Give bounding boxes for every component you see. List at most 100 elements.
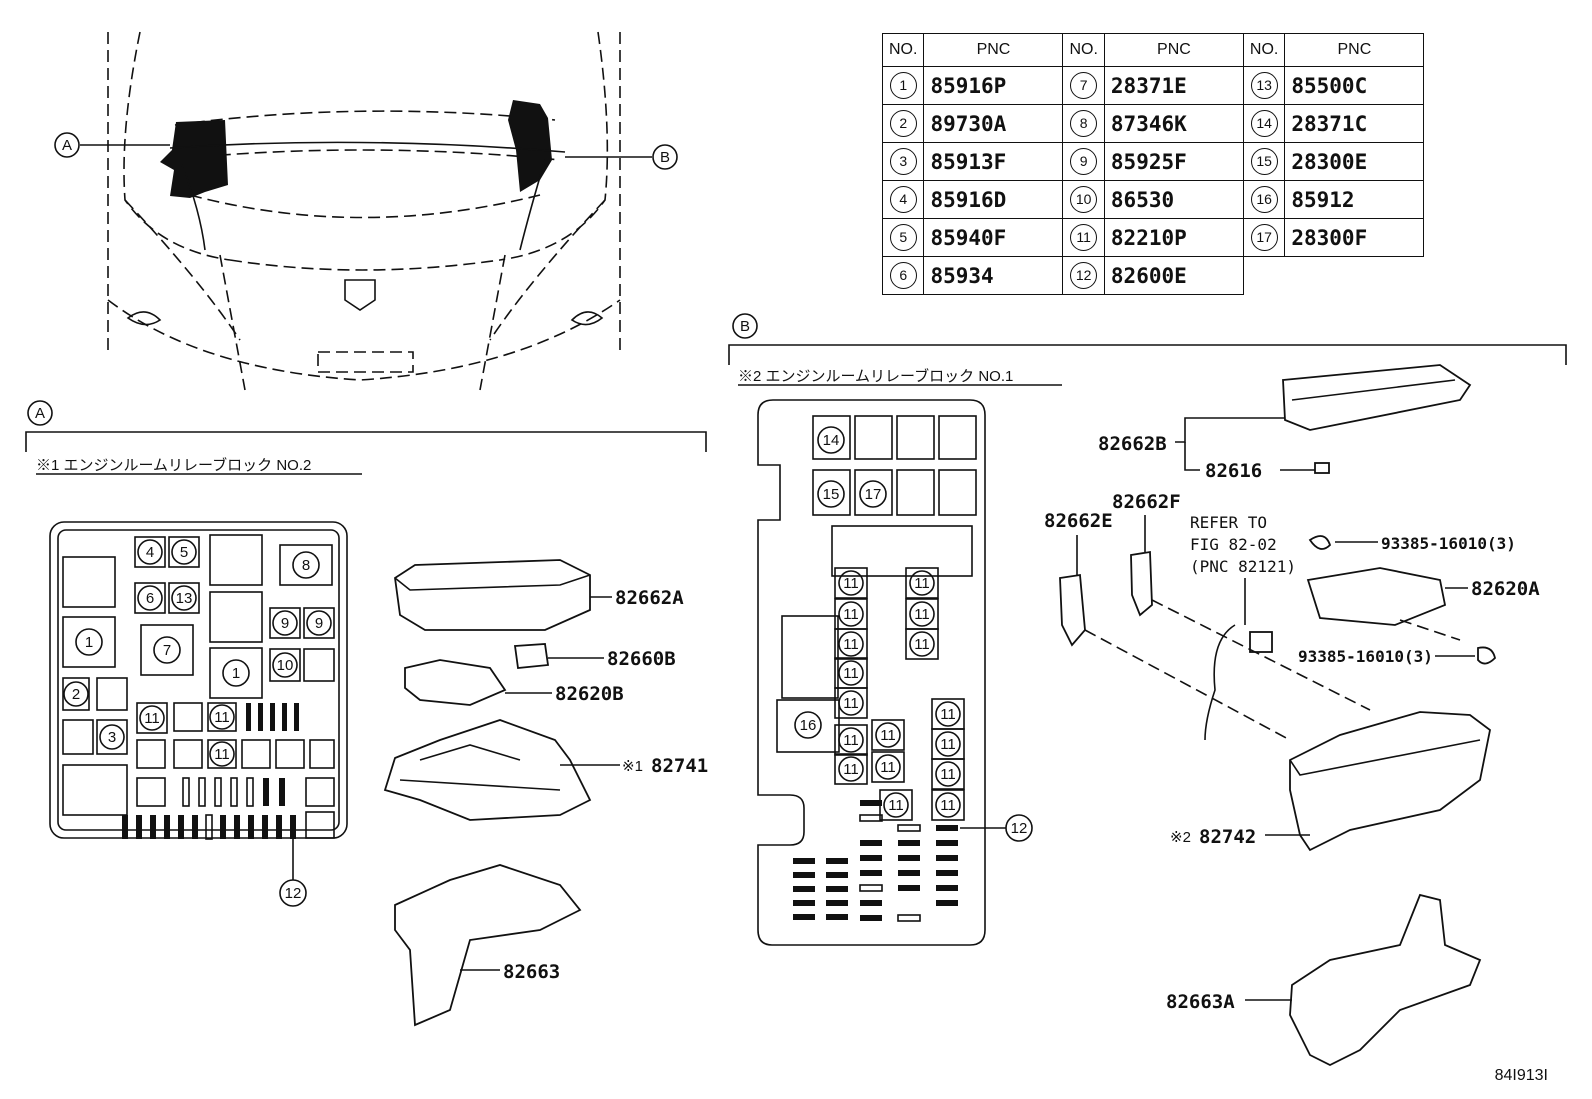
fuse-slot-11: 11 — [914, 606, 930, 623]
pnc-no: 7 — [1070, 72, 1098, 99]
label-82620b: 82620B — [555, 683, 624, 705]
slot-b17: 17 — [865, 486, 882, 503]
pnc-no: 10 — [1070, 186, 1098, 213]
slot-1: 1 — [85, 634, 93, 651]
slot-11a: 11 — [144, 710, 160, 727]
box-82742-sketch — [1289, 711, 1491, 852]
slot-11b: 11 — [214, 709, 230, 726]
col-no-header: NO. — [881, 33, 925, 67]
fuse-slot-box — [871, 719, 905, 751]
pnc-no-cell: 6 — [881, 256, 925, 295]
pnc-code: 82600E — [1103, 256, 1244, 295]
fuse-slot-circle — [935, 731, 961, 757]
fuse-slot-circle — [838, 756, 864, 782]
pnc-no-cell: 7 — [1062, 66, 1105, 105]
section-a-title: ※1 エンジンルームリレーブロック NO.2 — [36, 456, 311, 474]
fuse-slot-11: 11 — [843, 636, 859, 653]
fuse-slot-circle — [875, 754, 901, 780]
label-82620a: 82620A — [1471, 578, 1540, 600]
label-82616: 82616 — [1205, 460, 1262, 482]
fuse-slot-box — [834, 753, 868, 785]
pnc-code: 85912 — [1284, 180, 1425, 219]
pnc-no: 13 — [1250, 72, 1278, 99]
fuse-slot-11: 11 — [940, 736, 956, 753]
slot-9: 9 — [281, 615, 289, 632]
pnc-empty-cell — [1243, 256, 1285, 295]
fuse-slot-box — [931, 758, 965, 790]
pnc-code: 85913F — [923, 142, 1064, 181]
col-pnc-header: PNC — [1103, 33, 1244, 67]
fuse-slot-box — [834, 567, 868, 599]
slot-5: 5 — [180, 544, 188, 561]
pnc-code: 85916D — [923, 180, 1064, 219]
pnc-no-cell: 12 — [1062, 256, 1105, 295]
fuse-slot-circle — [935, 761, 961, 787]
pnc-no-cell: 2 — [881, 104, 925, 143]
slot-3: 3 — [108, 729, 116, 746]
slot-4: 4 — [146, 544, 154, 561]
callout-b — [652, 144, 678, 170]
pnc-code: 82210P — [1103, 218, 1244, 257]
fuse-slot-11: 11 — [880, 727, 896, 744]
pnc-code: 28300F — [1284, 218, 1425, 257]
pnc-empty-cell — [1284, 256, 1424, 295]
fuse-slot-11: 11 — [843, 606, 859, 623]
relay-block-no2 — [49, 521, 348, 839]
fuse-slot-box — [931, 789, 965, 821]
fuse-slot-circle — [935, 792, 961, 818]
pnc-code: 85940F — [923, 218, 1064, 257]
bracket-82663-sketch — [394, 864, 582, 1027]
col-pnc-header: PNC — [1284, 33, 1425, 67]
pnc-no-cell: 17 — [1242, 218, 1286, 257]
pnc-no: 15 — [1250, 148, 1278, 175]
fuse-slot-circle — [838, 570, 864, 596]
pnc-no-cell: 14 — [1242, 104, 1286, 143]
fuse-slot-box — [834, 628, 868, 660]
block-82620b-sketch — [404, 659, 507, 706]
fuse-slot-11: 11 — [843, 732, 859, 749]
slot-1b: 1 — [232, 665, 240, 682]
pnc-no: 3 — [889, 148, 917, 175]
refer-line-1: REFER TO — [1190, 513, 1267, 532]
pnc-no: 1 — [889, 72, 917, 99]
fuse-slot-11: 11 — [843, 575, 859, 592]
fuse-slot-circle — [875, 722, 901, 748]
cover-82662b-sketch — [1282, 364, 1472, 431]
slot-13: 13 — [176, 590, 193, 607]
callout-b-label: B — [660, 149, 670, 166]
fuse-slot-circle — [883, 792, 909, 818]
label-82742: 82742 — [1199, 826, 1256, 848]
pnc-code: 85934 — [923, 256, 1064, 295]
fuse-slot-11: 11 — [888, 797, 904, 814]
label-bolt-1: 93385-16010(3) — [1381, 534, 1516, 553]
pnc-code: 85916P — [923, 66, 1064, 105]
label-bolt-2: 93385-16010(3) — [1298, 647, 1433, 666]
label-82662b: 82662B — [1098, 433, 1167, 455]
pnc-no-cell: 5 — [881, 218, 925, 257]
fuse-slot-circle — [838, 660, 864, 686]
bolt-1-sketch — [1308, 535, 1332, 550]
slot-2: 2 — [72, 686, 80, 703]
label-82662e: 82662E — [1044, 510, 1113, 532]
col-pnc-header: PNC — [923, 33, 1064, 67]
relay-block-no1 — [757, 399, 986, 946]
fuse-slot-box — [905, 628, 939, 660]
pnc-no: 16 — [1250, 186, 1278, 213]
label-82663: 82663 — [503, 961, 560, 983]
slot-12: 12 — [285, 885, 302, 902]
pnc-no: 4 — [889, 186, 917, 213]
fuse-slot-circle — [838, 601, 864, 627]
label-82741: 82741 — [651, 755, 708, 777]
section-b: B ※2 エンジンルームリレーブロック NO.1 14 15 17 16 111… — [728, 313, 1567, 1067]
refer-line-2: FIG 82-02 — [1190, 535, 1277, 554]
fuse-slot-circle — [838, 690, 864, 716]
pnc-no: 2 — [889, 110, 917, 137]
label-82663a: 82663A — [1166, 991, 1235, 1013]
